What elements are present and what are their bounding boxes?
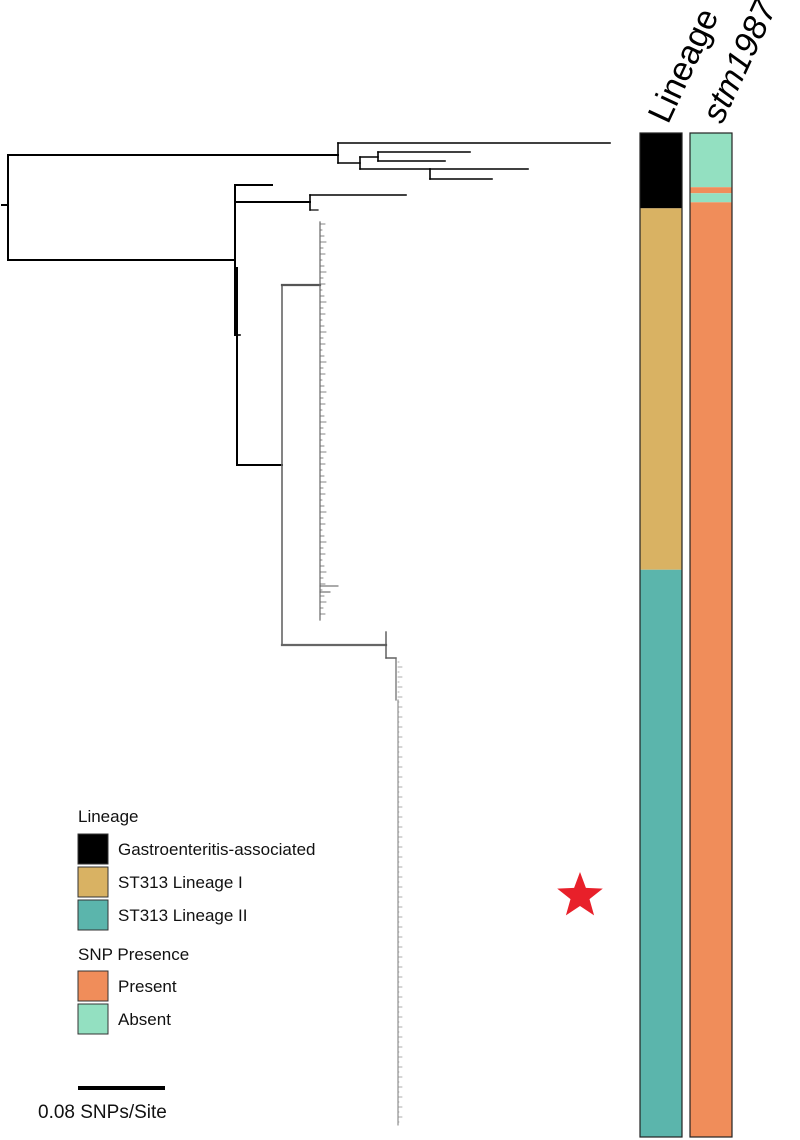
snp-segment — [690, 202, 732, 1137]
legend-label: Gastroenteritis-associated — [118, 840, 315, 859]
snp-presence-bar — [689, 132, 733, 1138]
legend-swatch — [77, 866, 109, 898]
snp-bar-outline — [689, 132, 733, 1138]
legend-label: ST313 Lineage I — [118, 873, 243, 892]
legend-swatch — [77, 899, 109, 931]
phylogenetic-tree — [1, 142, 611, 1126]
snp-segment — [690, 187, 732, 194]
legend-snp-heading: SNP Presence — [78, 945, 189, 964]
legend-label: Present — [118, 977, 177, 996]
red-star-icon — [557, 872, 603, 916]
legend: Lineage Gastroenteritis-associatedST313 … — [77, 807, 315, 1035]
legend-swatch — [77, 970, 109, 1002]
snp-segment — [690, 193, 732, 203]
lineage-segment — [640, 133, 682, 209]
scale-bar-label: 0.08 SNPs/Site — [38, 1102, 167, 1123]
lineage-segment — [640, 569, 682, 1137]
legend-swatch — [77, 1003, 109, 1035]
legend-label: Absent — [118, 1010, 171, 1029]
legend-swatch — [77, 833, 109, 865]
legend-label: ST313 Lineage II — [118, 906, 247, 925]
snp-segment — [690, 133, 732, 188]
legend-lineage-heading: Lineage — [78, 807, 139, 826]
lineage-bar-outline — [639, 132, 683, 1138]
tree-tips — [319, 223, 403, 1123]
lineage-bar — [639, 132, 683, 1138]
lineage-segment — [640, 208, 682, 570]
